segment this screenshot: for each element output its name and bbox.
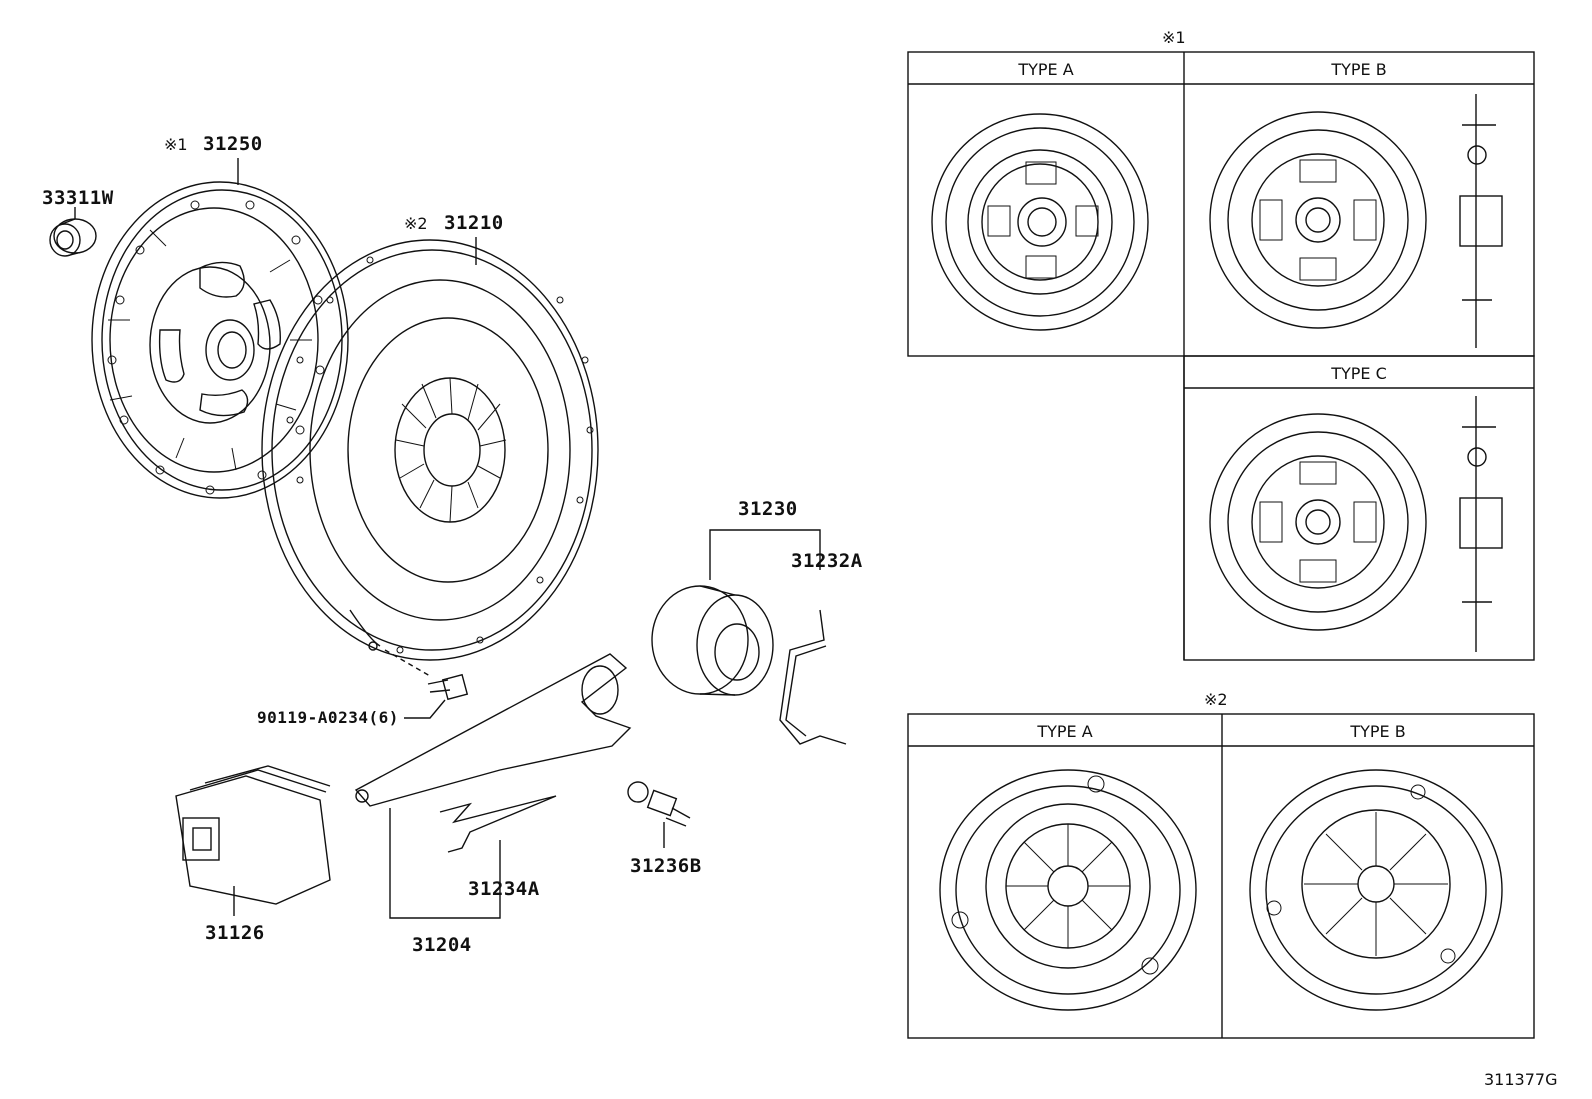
- variant-marker-1: ※1: [164, 135, 188, 154]
- variant2-type-b-cover-drawing: [1249, 769, 1503, 1011]
- variant2-type-a-label: TYPE A: [1037, 722, 1093, 741]
- part-label-31250[interactable]: 31250: [203, 133, 263, 155]
- hub-clip-drawing: [779, 609, 847, 745]
- variant2-panel: [907, 713, 1535, 1039]
- clutch-cover-drawing: [261, 237, 599, 677]
- variant-marker-2: ※2: [404, 214, 428, 233]
- release-bearing-drawing: [651, 529, 821, 696]
- variant1-type-c-label: TYPE C: [1331, 364, 1387, 383]
- variant2-type-a-cover-drawing: [939, 769, 1197, 1011]
- part-label-31204[interactable]: 31204: [412, 934, 472, 956]
- variant1-type-c-disc-drawing: [1209, 396, 1503, 652]
- diagram-code: 311377G: [1484, 1070, 1558, 1089]
- part-label-31126[interactable]: 31126: [205, 922, 265, 944]
- part-label-90119-a0234[interactable]: 90119-A0234(6): [257, 708, 399, 727]
- part-label-31234a[interactable]: 31234A: [468, 878, 540, 900]
- release-fork-boot-drawing: [175, 765, 331, 916]
- part-label-31236b[interactable]: 31236B: [630, 855, 702, 877]
- bolt-drawing: [404, 673, 469, 719]
- variant1-type-b-section-drawing: [1459, 94, 1503, 348]
- variant2-type-b-label: TYPE B: [1350, 722, 1406, 741]
- release-fork-drawing: [354, 653, 632, 919]
- clutch-disc-drawing: [91, 158, 349, 499]
- variant1-type-c-section-drawing: [1459, 396, 1503, 652]
- variant2-panel-marker: ※2: [1204, 690, 1228, 709]
- variant1-type-a-disc-drawing: [931, 113, 1149, 331]
- pilot-bearing-drawing: [49, 207, 97, 257]
- variant1-type-b-label: TYPE B: [1331, 60, 1387, 79]
- variant1-type-a-label: TYPE A: [1018, 60, 1074, 79]
- part-label-31210[interactable]: 31210: [444, 212, 504, 234]
- pivot-drawing: [627, 781, 691, 848]
- part-label-31232a[interactable]: 31232A: [791, 550, 863, 572]
- variant1-panel-marker: ※1: [1162, 28, 1186, 47]
- part-label-33311w[interactable]: 33311W: [42, 187, 114, 209]
- spring-clip-drawing: [439, 795, 557, 853]
- part-label-31230[interactable]: 31230: [738, 498, 798, 520]
- variant1-type-b-disc-drawing: [1209, 94, 1503, 348]
- variant1-panel: [907, 51, 1535, 661]
